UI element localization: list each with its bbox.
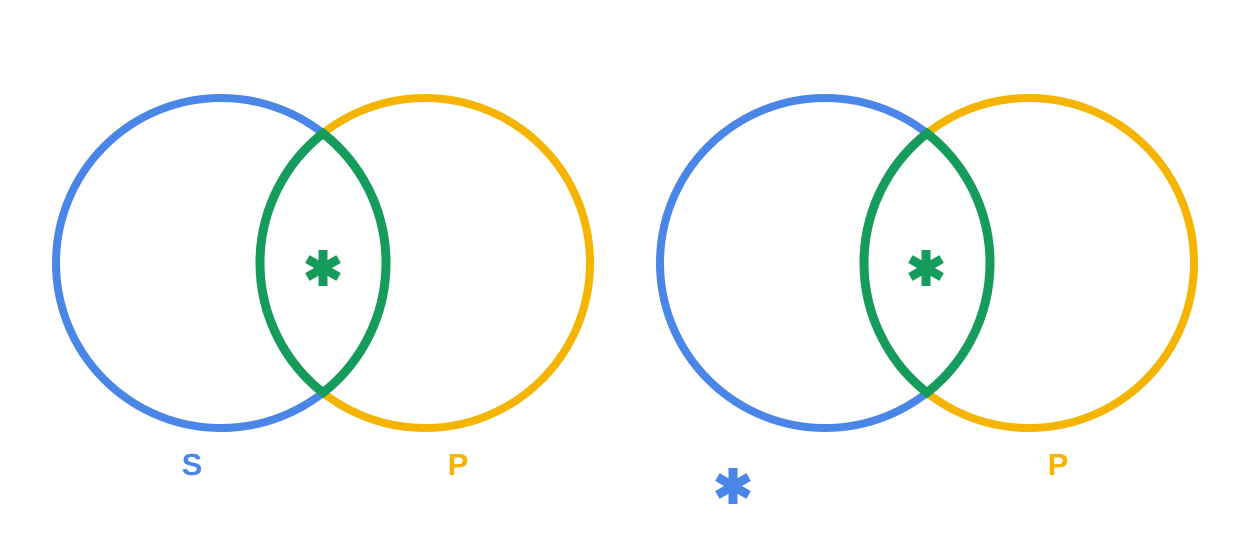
intersection-asterisk-icon <box>908 250 944 286</box>
p-circle-label: P <box>448 447 469 482</box>
intersection-outline <box>859 127 995 399</box>
intersection-outline <box>255 127 391 399</box>
venn-left: S P <box>52 94 594 482</box>
intersection-asterisk-icon <box>305 250 341 286</box>
p-circle-label: P <box>1048 447 1069 482</box>
venn-right: P <box>656 94 1198 504</box>
s-circle-label: S <box>182 447 203 482</box>
outside-asterisk-icon <box>715 468 751 504</box>
